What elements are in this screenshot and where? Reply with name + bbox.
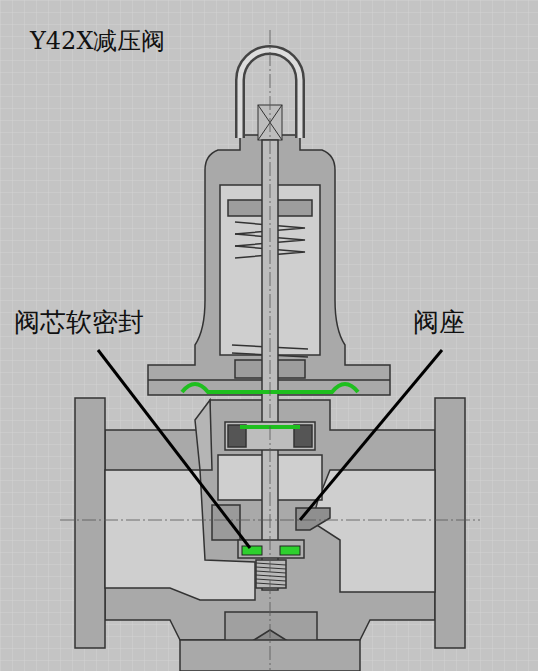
part-label: 阀芯软密封: [14, 308, 144, 338]
disc-nut: [256, 560, 286, 588]
thread: [256, 583, 286, 585]
thread: [256, 575, 286, 577]
leader-line: [98, 350, 250, 548]
thread: [256, 563, 286, 565]
outlet-passage: [312, 470, 435, 592]
thread: [256, 579, 286, 581]
soft-seal-left: [242, 546, 262, 555]
soft-seal-right: [280, 546, 300, 555]
thread: [256, 567, 286, 569]
pressure-tube: [195, 400, 212, 470]
title: Y42X减压阀: [30, 28, 165, 56]
inlet-flange: [75, 398, 105, 648]
thread: [256, 571, 286, 573]
valve-disc: [238, 540, 304, 558]
thread-lines: [256, 563, 286, 585]
leader-line: [300, 350, 442, 520]
center-line: [270, 30, 271, 671]
part-label: 阀座: [413, 308, 465, 338]
guide-wall: [212, 505, 240, 540]
outlet-flange: [435, 398, 465, 648]
center-line: [60, 520, 480, 521]
